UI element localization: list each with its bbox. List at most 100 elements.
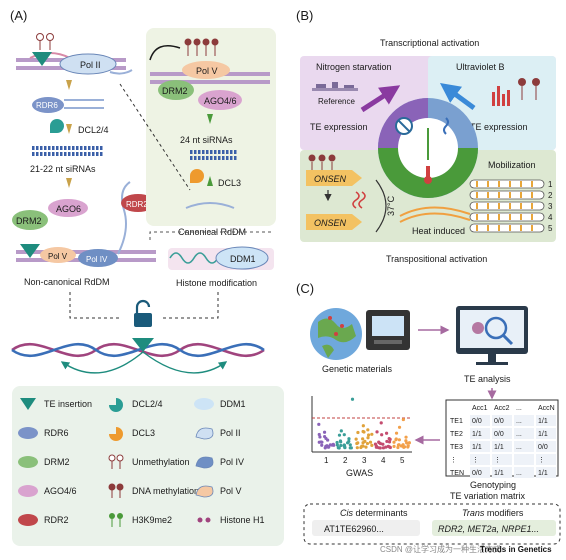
gwas-point xyxy=(339,443,343,448)
sirna-bar xyxy=(36,146,39,150)
legend-item-label: DCL2/4 xyxy=(132,399,163,409)
gwas-tick-label: 3 xyxy=(362,456,367,465)
sirna-bar xyxy=(68,152,71,156)
panel-b-label: (B) xyxy=(296,8,313,23)
sirna-bar xyxy=(202,150,205,154)
legend-item-label: DCL3 xyxy=(132,428,155,438)
matrix-cell-bg xyxy=(470,467,490,478)
te-mark xyxy=(520,225,522,231)
gwas-point xyxy=(387,445,392,449)
matrix-cell: ... xyxy=(516,431,522,438)
gwas-point xyxy=(361,444,365,448)
sirna-bar xyxy=(80,152,83,156)
sirna-bar xyxy=(226,150,229,154)
matrix-row-header: TE2 xyxy=(450,431,463,438)
sirna-bar xyxy=(84,146,87,150)
legend-item: Pol V xyxy=(195,485,242,498)
pol-v-box-label: Pol V xyxy=(196,66,218,76)
matrix-cell: 0/0 xyxy=(494,431,504,438)
sirna-bar xyxy=(52,146,55,150)
matrix-cell-bg xyxy=(492,454,512,465)
sirna-bar xyxy=(92,152,95,156)
sirna-bar xyxy=(234,150,237,154)
gwas-point xyxy=(396,445,400,450)
sirna-bar xyxy=(32,152,35,156)
pol-ii-complex: Pol II xyxy=(16,33,133,75)
te-mark xyxy=(498,214,500,220)
matrix-cell: ... xyxy=(516,470,522,477)
matrix-cell: 1/1 xyxy=(538,418,548,425)
sirna-bar xyxy=(218,150,221,154)
gwas-point xyxy=(368,440,373,444)
sirna-bar xyxy=(40,146,43,150)
te-mark xyxy=(520,203,522,209)
gwas-point xyxy=(317,440,321,444)
matrix-cell-bg xyxy=(514,441,534,452)
te-mark xyxy=(531,203,533,209)
methylation-pins-b xyxy=(518,78,540,100)
sirna-bar xyxy=(96,152,99,156)
sirna-bar xyxy=(206,150,209,154)
pol-ii-shape xyxy=(59,53,117,75)
legend-ellipse-icon xyxy=(18,427,38,439)
matrix-cell-bg xyxy=(470,428,490,439)
matrix-col-header: Acc1 xyxy=(472,405,488,412)
dcl3-label: DCL3 xyxy=(218,178,241,188)
gwas-point xyxy=(401,417,405,422)
matrix-row-header: ⋮ xyxy=(450,457,457,464)
gwas-point xyxy=(366,433,371,437)
sirna-bar xyxy=(100,146,103,150)
matrix-cell-bg xyxy=(514,415,534,426)
gwas-point xyxy=(407,441,411,445)
sirna-bar xyxy=(194,150,197,154)
center-wheel xyxy=(378,98,478,198)
gwas-point xyxy=(394,437,398,441)
canonical-box: Pol V DRM2 AGO4/6 24 nt siRNAs DCL3 xyxy=(146,28,276,226)
gwas-point xyxy=(317,422,321,426)
matrix-cell-bg xyxy=(536,441,556,452)
genetic-materials-label: Genetic materials xyxy=(322,364,393,374)
legend-item-label: Unmethylation xyxy=(132,457,190,467)
legend-pol-icon xyxy=(195,485,214,498)
gwas-point xyxy=(370,432,374,436)
pol-ii-label: Pol II xyxy=(80,60,101,70)
sirna-bar xyxy=(96,146,99,150)
gwas-point xyxy=(355,441,359,446)
matrix-cell-bg xyxy=(536,454,556,465)
cis-trans-box: Cis determinants AT1TE62960... Trans mod… xyxy=(303,503,561,545)
te-mark xyxy=(531,181,533,187)
panel-c: (C) Genetic materials TE analysis xyxy=(296,281,561,545)
sirna-bar xyxy=(56,146,59,150)
sirna-bar xyxy=(60,152,63,156)
legend-item-label: DRM2 xyxy=(44,457,70,467)
legend-lollipop-filled-icon xyxy=(108,483,124,498)
matrix-cell: ... xyxy=(516,444,522,451)
gwas-point xyxy=(385,439,389,444)
gwas-point xyxy=(345,441,350,445)
sirna-bar xyxy=(222,150,225,154)
gwas-point xyxy=(335,440,339,445)
matrix-cell: 0/0 xyxy=(472,418,482,425)
legend-ellipse-icon xyxy=(18,456,38,468)
sirna-bar xyxy=(88,152,91,156)
noncanonical-complex: DRM2 AGO6 Pol V Pol IV Non-canonical RdD… xyxy=(12,181,156,287)
legend-item: DCL3 xyxy=(109,427,155,441)
pol-v-left-label: Pol V xyxy=(48,252,68,261)
matrix-cell-bg xyxy=(514,428,534,439)
gwas-label: GWAS xyxy=(346,468,373,478)
onsen2-label: ONSEN xyxy=(314,218,347,228)
gwas-point xyxy=(355,446,359,450)
matrix-cell: 0/0 xyxy=(494,418,504,425)
te-expression-right: TE expression xyxy=(470,122,528,132)
matrix-row-header: TE1 xyxy=(450,418,463,425)
sirna-2122-label: 21-22 nt siRNAs xyxy=(30,164,96,174)
gwas-point xyxy=(331,442,335,446)
gwas-point xyxy=(397,438,401,442)
gwas-point xyxy=(339,440,343,444)
te-mark xyxy=(509,225,511,231)
legend-item-label: Histone H1 xyxy=(220,515,265,525)
dcl24-label: DCL2/4 xyxy=(78,125,109,135)
